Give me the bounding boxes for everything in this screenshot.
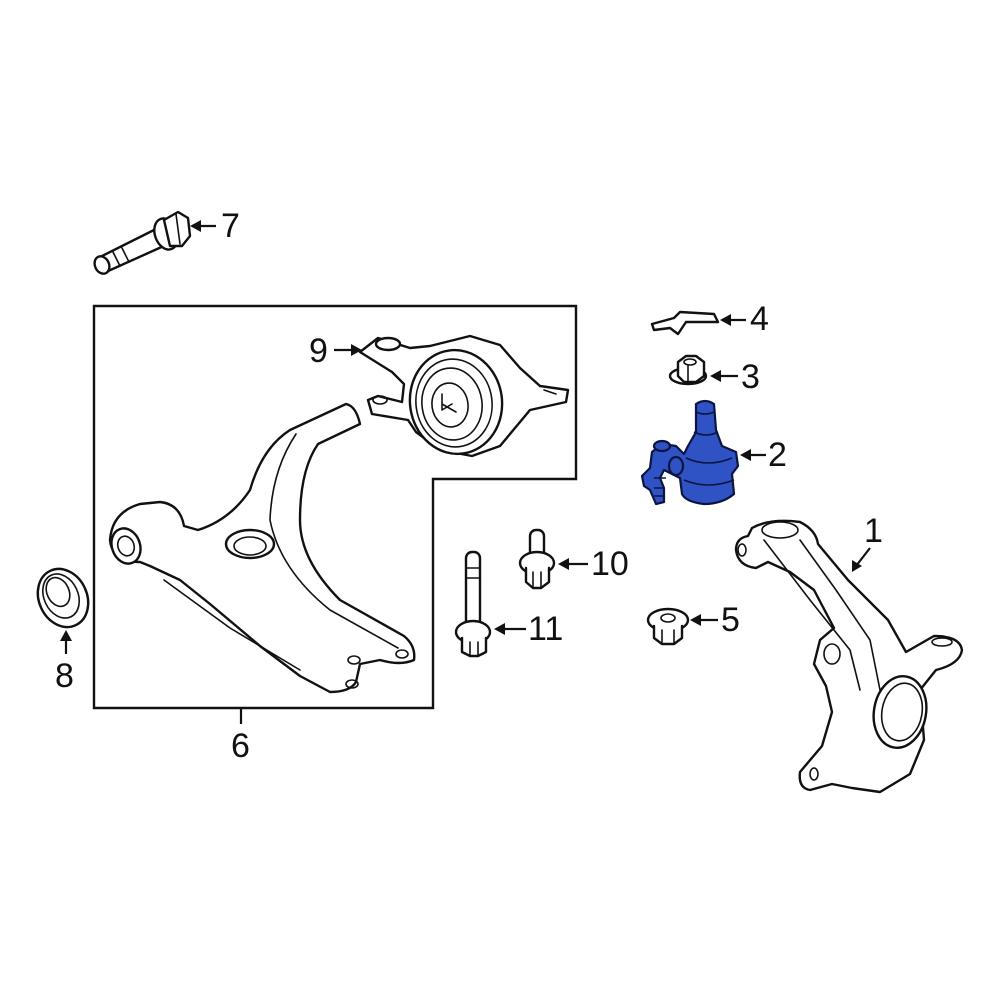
steering-knuckle-1-icon[interactable] xyxy=(734,519,964,794)
callout-1[interactable]: 1 xyxy=(864,512,883,550)
callout-8[interactable]: 8 xyxy=(55,657,74,695)
bolt-11-icon[interactable] xyxy=(454,550,492,658)
bushing-9-icon[interactable] xyxy=(358,334,570,460)
callout-4[interactable]: 4 xyxy=(750,300,769,338)
leader-1 xyxy=(855,547,871,567)
callout-5[interactable]: 5 xyxy=(721,601,740,639)
callout-9[interactable]: 9 xyxy=(309,332,328,370)
nut-3-icon[interactable] xyxy=(668,354,708,386)
seal-8-icon[interactable] xyxy=(29,561,98,636)
group-box-6 xyxy=(92,304,578,710)
ball-joint-2-icon[interactable] xyxy=(640,399,740,506)
callout-3[interactable]: 3 xyxy=(741,358,760,396)
bolt-7-icon[interactable] xyxy=(92,210,192,276)
callout-2[interactable]: 2 xyxy=(768,436,787,474)
callout-10[interactable]: 10 xyxy=(591,545,629,583)
control-arm-6-icon[interactable] xyxy=(107,402,416,694)
callout-11[interactable]: 11 xyxy=(528,610,564,648)
nut-5-icon[interactable] xyxy=(646,607,690,646)
clip-4-icon[interactable] xyxy=(650,310,720,336)
bolt-10-icon[interactable] xyxy=(518,528,556,590)
callout-6[interactable]: 6 xyxy=(231,727,250,765)
callout-7[interactable]: 7 xyxy=(221,207,240,245)
